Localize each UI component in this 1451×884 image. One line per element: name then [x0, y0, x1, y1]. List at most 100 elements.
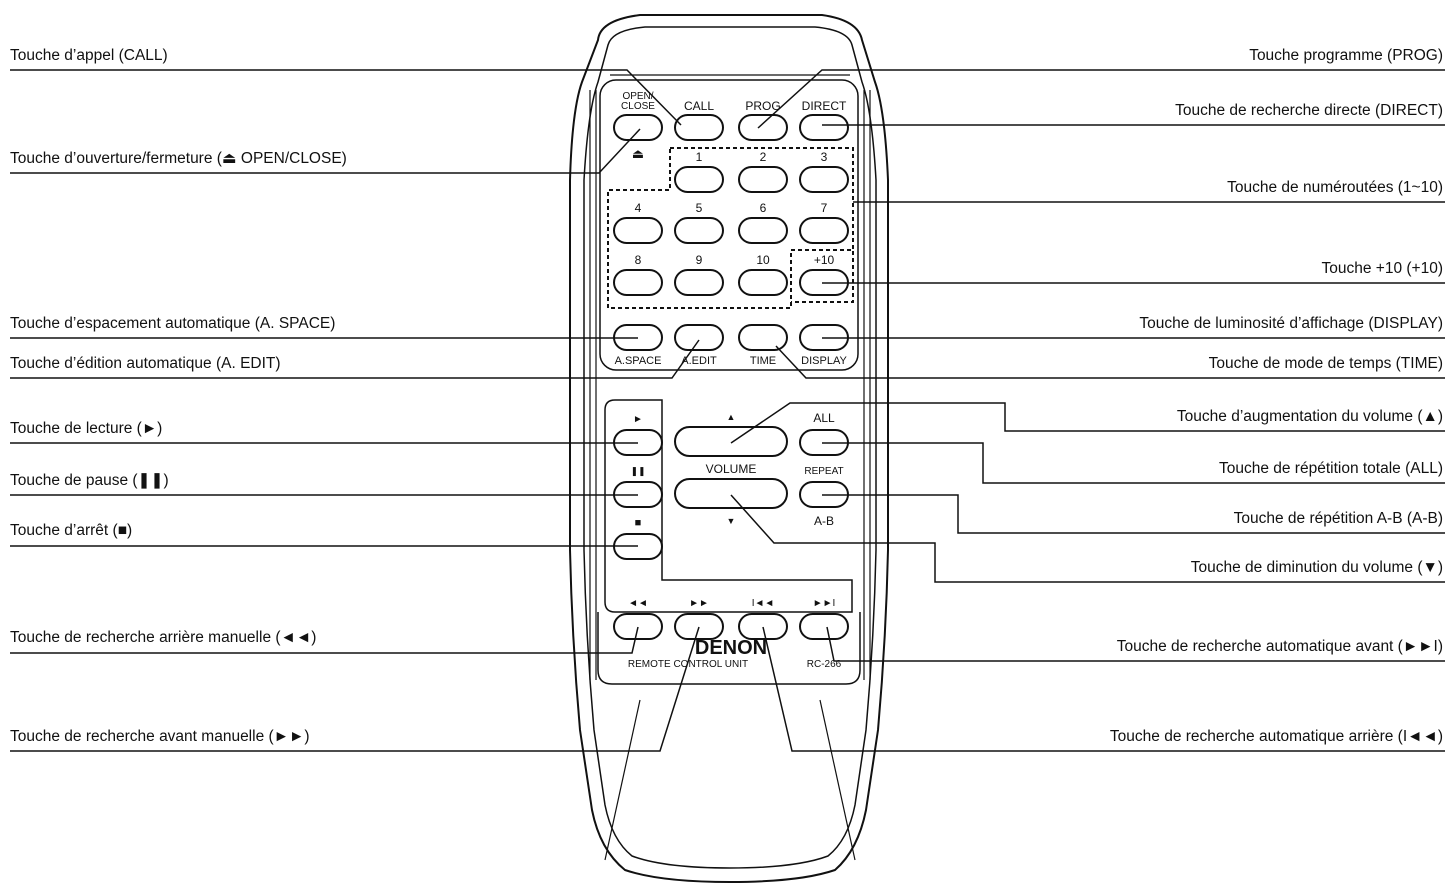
digit-10-button — [738, 269, 788, 296]
panel-transport — [604, 399, 853, 613]
label-repeat-ab: Touche de répétition A-B (A-B) — [1233, 510, 1443, 527]
skip-forward-icon: ►►I — [813, 598, 836, 609]
digit-10-caption: 10 — [756, 253, 770, 267]
volume-down-button — [674, 478, 788, 509]
plus10-caption: +10 — [814, 253, 835, 267]
leader-prog — [757, 69, 1445, 129]
label-stop: Touche d’arrêt (■) — [10, 522, 133, 539]
skip-back-button — [738, 613, 788, 640]
digit-5-button — [674, 217, 724, 244]
leader-repeat-ab — [822, 494, 1445, 534]
open-close-button — [613, 114, 663, 141]
leader-volume-down — [730, 494, 1445, 583]
leader-manual-reverse — [10, 626, 639, 654]
leader-volume-up — [730, 402, 1445, 444]
rewind-button — [613, 613, 663, 640]
label-manual-forward: Touche de recherche avant manuelle (►►) — [10, 728, 310, 745]
label-volume-up: Touche d’augmentation du volume (▲) — [1176, 408, 1443, 425]
label-a-edit: Touche d’édition automatique (A. EDIT) — [10, 355, 281, 372]
direct-caption: DIRECT — [802, 99, 847, 113]
label-play: Touche de lecture (►) — [10, 420, 163, 437]
digit-4-caption: 4 — [635, 201, 642, 215]
label-direct: Touche de recherche directe (DIRECT) — [1175, 102, 1443, 119]
digit-9-button — [674, 269, 724, 296]
remote-body-inner — [583, 26, 877, 869]
leader-a-edit — [10, 339, 700, 379]
digit-7-caption: 7 — [821, 201, 828, 215]
digit-2-caption: 2 — [760, 150, 767, 164]
digit-8-button — [613, 269, 663, 296]
label-display: Touche de luminosité d’affichage (DISPLA… — [1139, 315, 1443, 332]
digit-1-button — [674, 166, 724, 193]
digit-8-caption: 8 — [635, 253, 642, 267]
skip-back-icon: I◄◄ — [752, 598, 775, 609]
skip-forward-button — [799, 613, 849, 640]
label-manual-reverse: Touche de recherche arrière manuelle (◄◄… — [10, 629, 317, 646]
remote-unit-caption: REMOTE CONTROL UNIT — [628, 659, 748, 670]
volume-up-icon: ▲ — [727, 412, 736, 422]
leader-auto-reverse — [762, 626, 1445, 752]
digit-9-caption: 9 — [696, 253, 703, 267]
label-numbered: Touche de numéroutées (1~10) — [1227, 179, 1443, 196]
label-pause: Touche de pause (❚❚) — [10, 472, 169, 489]
label-time: Touche de mode de temps (TIME) — [1208, 355, 1443, 372]
rewind-icon: ◄◄ — [628, 598, 648, 609]
numeric-keys-region — [607, 147, 854, 309]
leader-auto-forward — [826, 626, 1445, 662]
brand-logo: DENON — [695, 637, 767, 659]
label-a-space: Touche d’espacement automatique (A. SPAC… — [10, 315, 336, 332]
label-open-close: Touche d’ouverture/fermeture (⏏ OPEN/CLO… — [10, 150, 347, 167]
a-space-caption: A.SPACE — [615, 355, 662, 367]
digit-6-button — [738, 217, 788, 244]
prog-caption: PROG — [745, 99, 780, 113]
leader-call — [10, 69, 682, 126]
call-button — [674, 114, 724, 141]
fast-forward-icon: ►► — [689, 598, 709, 609]
digit-3-caption: 3 — [821, 150, 828, 164]
digit-2-button — [738, 166, 788, 193]
eject-icon: ⏏ — [632, 146, 644, 161]
model-caption: RC-266 — [807, 659, 842, 670]
digit-5-caption: 5 — [696, 201, 703, 215]
digit-6-caption: 6 — [760, 201, 767, 215]
digit-7-button — [799, 217, 849, 244]
a-edit-caption: A.EDIT — [681, 355, 717, 367]
play-icon: ► — [633, 414, 643, 425]
label-prog: Touche programme (PROG) — [1249, 47, 1443, 64]
volume-up-button — [674, 426, 788, 457]
open-close-caption-1: OPEN/ — [622, 91, 653, 102]
time-button — [738, 324, 788, 351]
leader-open-close — [10, 128, 641, 174]
volume-down-icon: ▼ — [727, 516, 736, 526]
label-auto-forward: Touche de recherche automatique avant (►… — [1116, 638, 1443, 655]
panel-top — [599, 79, 859, 371]
call-caption: CALL — [684, 99, 714, 113]
fast-forward-button — [674, 613, 724, 640]
prog-button — [738, 114, 788, 141]
pause-icon: ❚❚ — [630, 466, 645, 477]
label-plus10: Touche +10 (+10) — [1321, 260, 1443, 277]
label-volume-down: Touche de diminution du volume (▼) — [1190, 559, 1443, 576]
digit-4-button — [613, 217, 663, 244]
digit-1-caption: 1 — [696, 150, 703, 164]
leader-time — [775, 345, 1445, 379]
label-call: Touche d’appel (CALL) — [10, 47, 168, 64]
stop-icon: ■ — [635, 517, 642, 529]
digit-3-button — [799, 166, 849, 193]
time-caption: TIME — [750, 355, 776, 367]
panel-brand — [597, 612, 861, 685]
a-edit-button — [674, 324, 724, 351]
all-caption: ALL — [813, 411, 835, 425]
leader-manual-forward — [10, 626, 700, 752]
display-caption: DISPLAY — [801, 355, 847, 367]
label-repeat-all: Touche de répétition totale (ALL) — [1218, 460, 1443, 477]
ab-caption: A-B — [814, 514, 834, 528]
leader-repeat-all — [822, 442, 1445, 484]
label-auto-reverse: Touche de recherche automatique arrière … — [1109, 728, 1443, 745]
remote-body-outline — [569, 14, 889, 884]
volume-caption: VOLUME — [706, 462, 757, 476]
open-close-caption-2: CLOSE — [621, 101, 655, 112]
direct-button — [799, 114, 849, 141]
